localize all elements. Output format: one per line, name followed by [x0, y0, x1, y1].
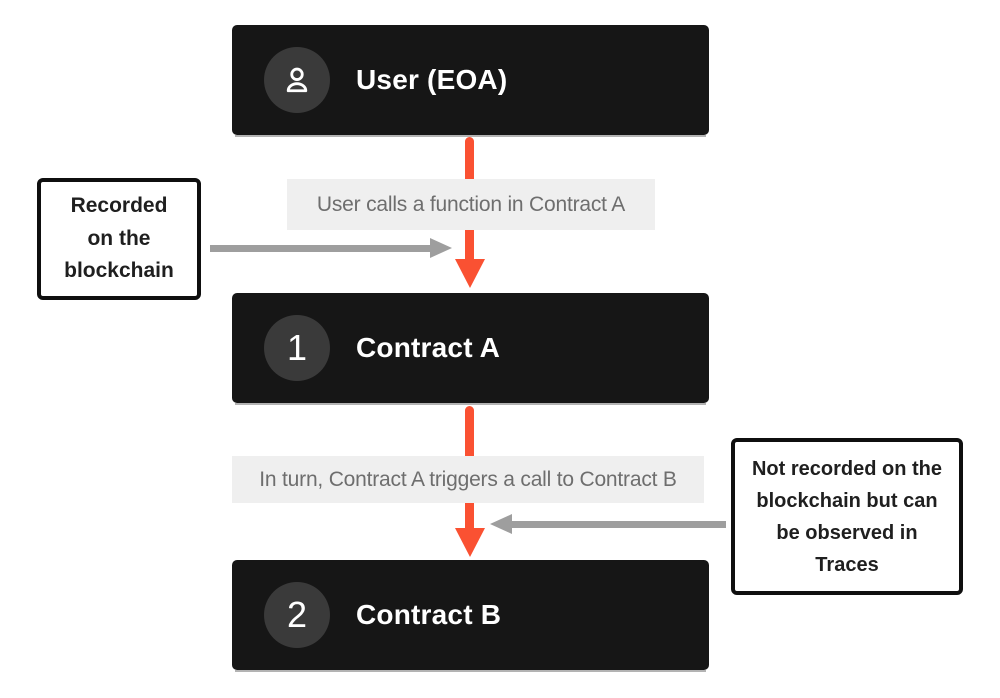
node-title-contract-b: Contract B	[356, 599, 502, 630]
user-avatar	[264, 47, 330, 113]
flow-arrow-a-to-b-arrowhead-icon	[455, 528, 485, 557]
step-number-badge-1: 1	[264, 315, 330, 381]
edge-label-user-to-a: User calls a function in Contract A	[287, 179, 655, 230]
node-contract-a: 1 Contract A	[232, 293, 709, 405]
node-title-contract-a: Contract A	[356, 332, 501, 363]
callout-not-recorded-text: Not recorded on the blockchain but can b…	[751, 457, 942, 576]
person-icon	[286, 67, 308, 93]
node-user-eoa: User (EOA)	[232, 25, 709, 137]
callout-not-recorded-traces: Not recorded on the blockchain but can b…	[731, 438, 963, 595]
callout-recorded-on-blockchain: Recorded on the blockchain	[37, 178, 201, 300]
callout-recorded-text: Recorded on the blockchain	[64, 194, 174, 283]
node-contract-b: 2 Contract B	[232, 560, 709, 672]
callout-right-arrowhead-icon	[490, 514, 512, 534]
flow-arrow-user-to-a-arrowhead-icon	[455, 259, 485, 288]
callout-right-arrow-shaft	[512, 521, 726, 528]
edge-label-a-to-b: In turn, Contract A triggers a call to C…	[232, 456, 704, 503]
node-title-user: User (EOA)	[356, 64, 508, 95]
callout-left-arrow-shaft	[210, 245, 434, 252]
step-number-badge-2: 2	[264, 582, 330, 648]
callout-left-arrowhead-icon	[430, 238, 452, 258]
